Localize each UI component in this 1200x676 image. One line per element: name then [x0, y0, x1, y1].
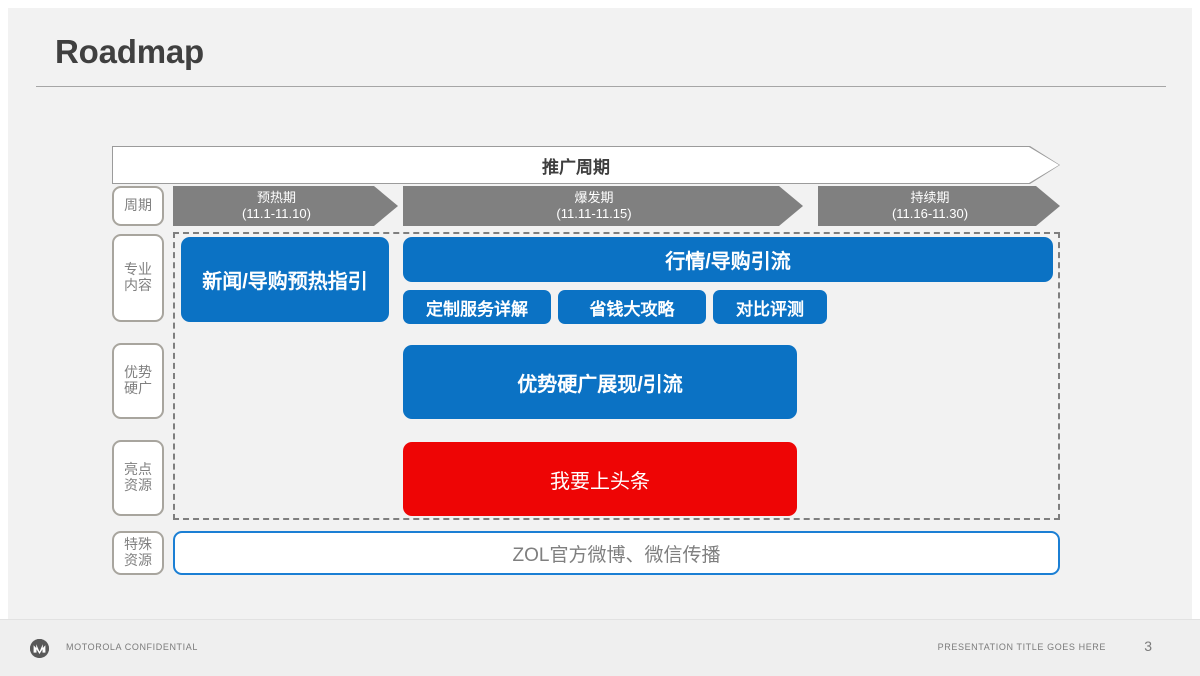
footer-page-number: 3 — [1144, 638, 1152, 654]
row-label-special-line2: 资源 — [124, 552, 152, 568]
content-box-traffic-guide[interactable]: 行情/导购引流 — [403, 237, 1053, 282]
phase-warmup: 预热期 (11.1-11.10) — [173, 186, 398, 226]
content-box-headline[interactable]: 我要上头条 — [403, 442, 797, 516]
row-label-special-resource: 特殊 资源 — [112, 531, 164, 575]
motorola-logo-icon — [30, 639, 49, 658]
row-label-advantage-line2: 硬广 — [124, 380, 152, 396]
phase-sustain-dates: (11.16-11.30) — [891, 206, 969, 221]
title-divider — [36, 86, 1166, 87]
phase-warmup-dates: (11.1-11.10) — [242, 206, 311, 221]
content-box-warmup-guide[interactable]: 新闻/导购预热指引 — [181, 237, 389, 322]
phase-sustain-title: 持续期 — [910, 190, 950, 206]
banner-fill — [113, 147, 1059, 183]
phase-explosion-title: 爆发期 — [574, 190, 614, 206]
phase-explosion-dates: (11.11-11.15) — [556, 206, 632, 221]
row-label-highlight-line2: 资源 — [124, 477, 152, 493]
campaign-group-outline — [173, 232, 1060, 520]
banner-label: 推广周期 — [542, 157, 610, 177]
row-label-highlight-line1: 亮点 — [124, 461, 152, 478]
content-tag-money-saving[interactable]: 省钱大攻略 — [558, 290, 706, 324]
footer-presentation-title: PRESENTATION TITLE GOES HERE — [937, 642, 1106, 652]
content-tag-custom-service[interactable]: 定制服务详解 — [403, 290, 551, 324]
footer-confidential-label: MOTOROLA CONFIDENTIAL — [66, 642, 198, 652]
row-label-professional-line2: 内容 — [124, 277, 152, 293]
content-box-hard-ad[interactable]: 优势硬广展现/引流 — [403, 345, 797, 419]
page-title: Roadmap — [55, 33, 204, 70]
row-label-cycle-line1: 周期 — [124, 197, 152, 214]
phase-explosion: 爆发期 (11.11-11.15) — [403, 186, 803, 226]
phase-sustain: 持续期 (11.16-11.30) — [818, 186, 1060, 226]
row-label-advantage-line1: 优势 — [124, 364, 152, 381]
row-label-special-line1: 特殊 — [124, 536, 152, 553]
phase-warmup-title: 预热期 — [256, 190, 296, 206]
row-label-highlight-resource: 亮点 资源 — [112, 440, 164, 516]
content-tag-comparison-review[interactable]: 对比评测 — [713, 290, 827, 324]
row-label-professional-content: 专业 内容 — [112, 234, 164, 322]
slide-footer — [0, 619, 1200, 676]
roadmap-diagram: 推广周期 周期 专业 内容 优势 硬广 亮点 资源 特殊 资源 预热期 (11.… — [112, 0, 1060, 575]
row-label-cycle: 周期 — [112, 186, 164, 226]
row-label-advantage-hard-ad: 优势 硬广 — [112, 343, 164, 419]
content-bar-special-resource[interactable]: ZOL官方微博、微信传播 — [173, 531, 1060, 575]
row-label-professional-line1: 专业 — [124, 261, 152, 278]
promotion-cycle-banner: 推广周期 — [112, 146, 1060, 184]
